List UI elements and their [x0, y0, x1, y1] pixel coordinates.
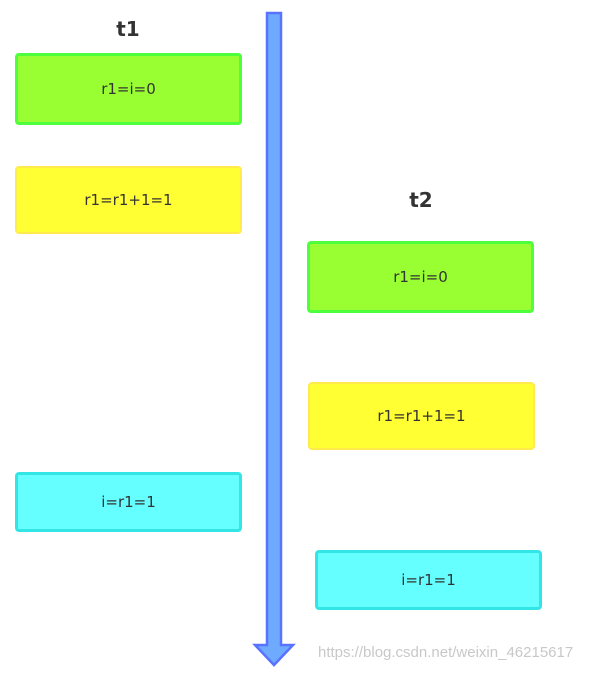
t1-add-step: r1=r1+1=1 [15, 166, 242, 234]
t2-store-step: i=r1=1 [315, 550, 542, 610]
thread-t1-label: t1 [116, 17, 140, 41]
thread-t2-label: t2 [409, 188, 433, 212]
t2-load-step: r1=i=0 [307, 241, 534, 313]
timeline-arrow-shape [252, 11, 296, 667]
t1-store-step: i=r1=1 [15, 472, 242, 532]
t1-load-step: r1=i=0 [15, 53, 242, 125]
t2-add-step: r1=r1+1=1 [308, 382, 535, 450]
watermark-text: https://blog.csdn.net/weixin_46215617 [318, 644, 574, 661]
timeline-arrow [252, 11, 296, 667]
